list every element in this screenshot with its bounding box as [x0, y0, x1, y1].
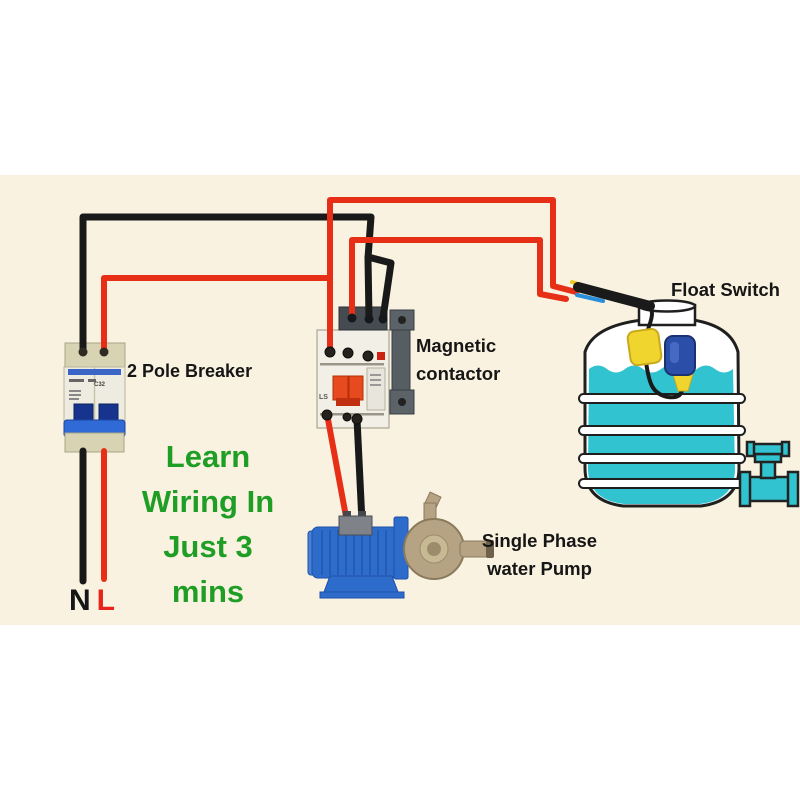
contactor-button-right: [348, 375, 364, 401]
contactor-brand-marking: LS: [319, 394, 328, 401]
contactor-device: [316, 306, 415, 429]
valve-handle-end-right: [780, 440, 791, 458]
promo-line-4: mins: [171, 574, 245, 609]
breaker-bottom-terminal: [64, 432, 125, 453]
pump-label: Single Phase water Pump: [462, 527, 617, 583]
promo-line-3: Just 3: [163, 529, 253, 564]
breaker-marking: C32: [94, 382, 106, 388]
pump-label-line1: Single Phase: [481, 530, 598, 551]
live-wire-to-pump: [324, 411, 350, 525]
contactor-label-line1: Magnetic: [416, 335, 497, 356]
contactor-label: Magnetic contactor: [416, 332, 500, 387]
contactor-bracket-web: [391, 329, 411, 393]
valve-flange-left: [738, 470, 752, 508]
valve-stem: [759, 459, 777, 480]
live-terminal-label: L: [96, 584, 117, 617]
pump-outlet-tip: [486, 540, 494, 558]
valve-flange-right: [786, 470, 800, 508]
float-switch-body: [664, 335, 696, 376]
contactor-button-left: [332, 375, 349, 401]
float-cable-blue-core: [575, 293, 605, 303]
neutral-wire-breaker-to-contactor: [79, 213, 375, 354]
pump-label-line2: water Pump: [487, 558, 592, 579]
valve-pipe: [746, 475, 792, 503]
live-wire-to-float-switch: [327, 197, 579, 355]
valve-handle-end-left: [745, 440, 756, 458]
valve-handle: [748, 442, 788, 456]
wiring: [79, 197, 605, 585]
breaker-brand-strip: [68, 369, 121, 375]
float-switch-assembly: [573, 282, 696, 400]
float-switch-label: Float Switch: [671, 279, 780, 300]
float-cable-sheath: [573, 282, 655, 311]
promo-line-2: Wiring In: [141, 484, 275, 519]
live-wire-float-return: [349, 237, 569, 321]
neutral-wire-branch: [364, 253, 395, 322]
pump-base: [323, 575, 399, 593]
pump-foot: [319, 591, 405, 599]
float-weight: [626, 327, 663, 367]
contactor-indicator: [377, 352, 385, 360]
pump-device: [307, 491, 494, 599]
pump-terminal-box: [338, 515, 373, 536]
live-wire-breaker-feed: [101, 275, 333, 353]
water-tank: [578, 299, 746, 508]
breaker-label: 2 Pole Breaker: [127, 361, 253, 381]
breaker-top-terminal: [64, 342, 126, 369]
neutral-wire-to-pump: [353, 415, 366, 526]
contactor-label-line2: contactor: [416, 362, 501, 384]
tank-valve: [738, 440, 800, 508]
breaker-device: [63, 342, 126, 453]
float-tether: [644, 361, 684, 400]
terminal-caps: [78, 313, 388, 536]
promo-text: Learn Wiring In Just 3 mins: [98, 434, 318, 614]
tank-ribs: [578, 393, 746, 489]
neutral-terminal-label: N: [69, 584, 93, 617]
promo-line-1: Learn: [165, 439, 251, 474]
